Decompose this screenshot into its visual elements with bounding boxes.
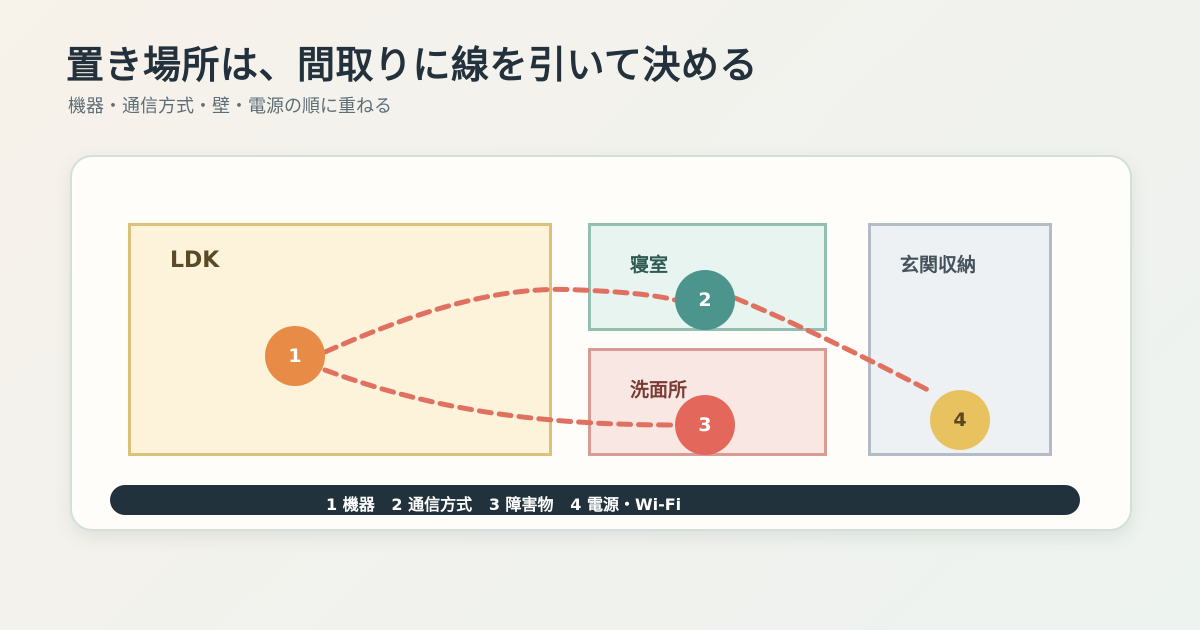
room-label-ldk: LDK <box>170 248 220 273</box>
room-label-bedroom: 寝室 <box>630 254 669 276</box>
legend-text: 1 機器 2 通信方式 3 障害物 4 電源・Wi-Fi <box>326 495 682 514</box>
room-label-washroom: 洗面所 <box>630 379 688 401</box>
page-title: 置き場所は、間取りに線を引いて決める <box>66 43 758 87</box>
room-label-entrance-storage: 玄関収納 <box>900 254 977 276</box>
marker-4: 4 <box>930 390 990 450</box>
marker-3: 3 <box>675 395 735 455</box>
marker-1: 1 <box>265 326 325 386</box>
marker-2: 2 <box>675 270 735 330</box>
page-subtitle: 機器・通信方式・壁・電源の順に重ねる <box>68 96 392 117</box>
legend-bar: 1 機器 2 通信方式 3 障害物 4 電源・Wi-Fi <box>110 485 1080 515</box>
